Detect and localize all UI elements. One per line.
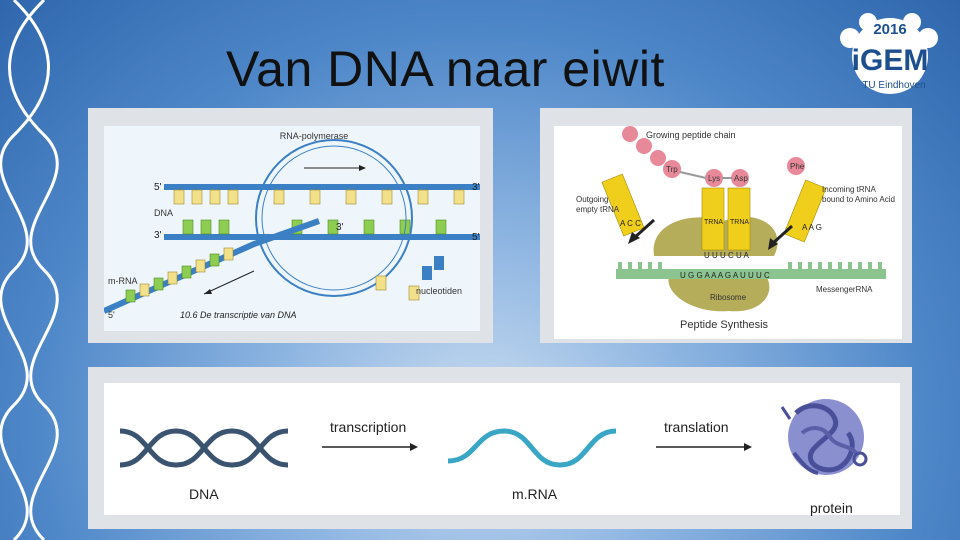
central-dogma-panel: transcription translation DNA m.RNA prot… (88, 367, 912, 529)
acc-anticodon: A C C (620, 219, 641, 228)
transcription-figure-panel: RNA-polymerase 5' 3' DNA 3' 5' 3' m-RNA … (88, 108, 493, 343)
protein-label: protein (810, 500, 853, 516)
central-dogma-figure: transcription translation DNA m.RNA prot… (104, 383, 900, 516)
igem-logo: 2016 iGEM TU Eindhoven (840, 13, 938, 94)
outgoing-label-2: empty tRNA (576, 205, 620, 214)
end-3-left: 3' (154, 230, 162, 241)
translation-figure-panel: Growing peptide chain Trp Lys Asp Phe Ou… (540, 108, 912, 343)
translation-label: translation (664, 419, 729, 435)
rna-polymerase-label: RNA-polymerase (280, 131, 349, 141)
logo-letters: iGEM (852, 44, 929, 77)
growing-chain-label: Growing peptide chain (646, 130, 736, 140)
helix-decoration (0, 0, 59, 540)
messenger-rna-label: MessengerRNA (816, 285, 873, 294)
trna-label-2: TRNA (730, 219, 749, 226)
lys-label: Lys (708, 174, 720, 183)
end-5-top: 5' (154, 182, 162, 193)
dna-label-small: DNA (154, 208, 173, 218)
end-5-bottom: 5' (108, 310, 115, 320)
logo-year: 2016 (873, 21, 906, 38)
translation-figure: Growing peptide chain Trp Lys Asp Phe Ou… (554, 126, 902, 339)
protein-structure-icon (780, 399, 868, 475)
incoming-label: Incoming tRNA (822, 185, 876, 194)
end-3-top: 3' (472, 182, 480, 193)
incoming-label-2: bound to Amino Acid (822, 195, 895, 204)
ribosome-label: Ribosome (710, 293, 747, 302)
uuu-cua-anticodon: U U U C U A (704, 251, 750, 260)
dna-helix-icon (119, 428, 289, 468)
end-3-inner: 3' (336, 222, 344, 233)
trp-label: Trp (666, 165, 678, 174)
asp-label: Asp (734, 174, 748, 183)
transcription-figure: RNA-polymerase 5' 3' DNA 3' 5' 3' m-RNA … (102, 126, 480, 331)
outgoing-label: Outgoing (576, 195, 608, 204)
transcription-caption: 10.6 De transcriptie van DNA (180, 310, 297, 320)
slide-title: Van DNA naar eiwit (226, 41, 665, 97)
transcription-label: transcription (330, 419, 407, 435)
mrna-label-small: m-RNA (108, 276, 138, 286)
logo-team: TU Eindhoven (862, 80, 925, 91)
codon-sequence: U G G A A A G A U U U C (680, 271, 770, 280)
end-5-right: 5' (472, 232, 480, 243)
mrna-wave-icon (447, 428, 617, 468)
nucleotides-label: nucleotiden (416, 286, 462, 296)
peptide-synthesis-caption: Peptide Synthesis (680, 319, 769, 331)
dna-label: DNA (189, 486, 219, 502)
trna-label-1: TRNA (704, 219, 723, 226)
aag-anticodon: A A G (802, 223, 822, 232)
phe-label: Phe (790, 162, 805, 171)
mrna-label: m.RNA (512, 486, 558, 502)
